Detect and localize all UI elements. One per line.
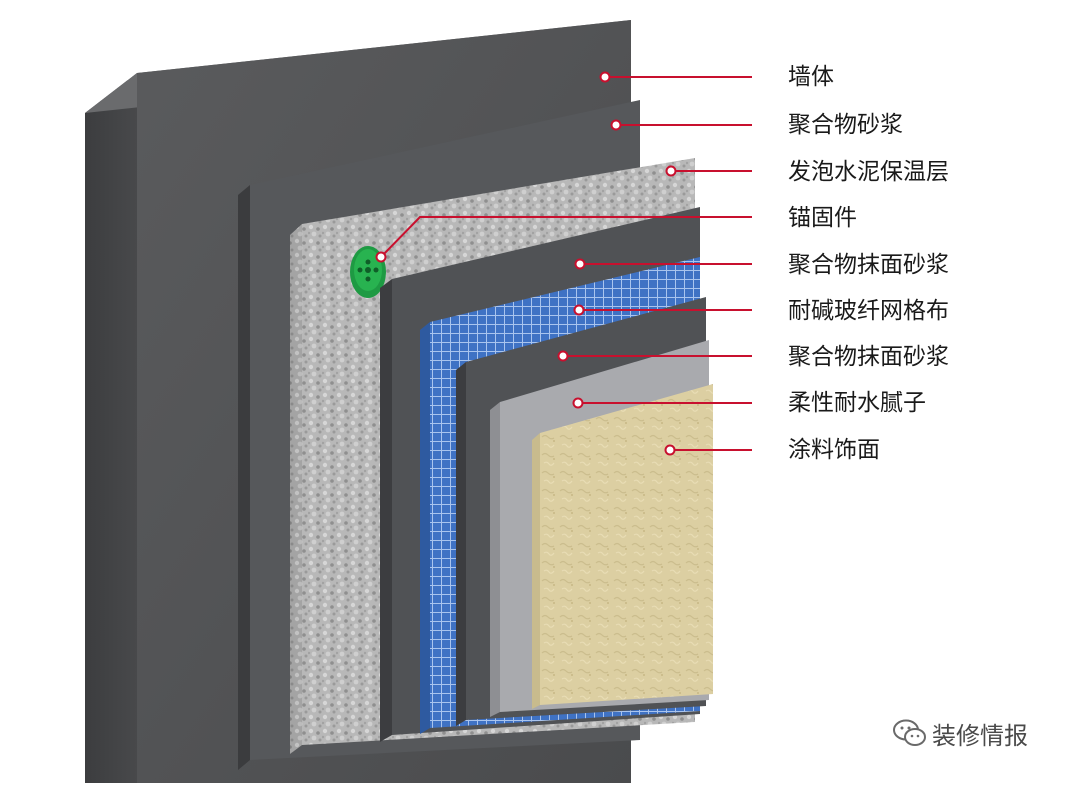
coating-side — [532, 433, 540, 709]
wall-block-left-side — [85, 73, 137, 783]
label-foam-cement: 发泡水泥保温层 — [788, 159, 949, 185]
mesh-side — [420, 322, 430, 734]
leader-dot-wall — [599, 71, 611, 83]
label-coating: 涂料饰面 — [788, 437, 880, 463]
foam-cement-side — [290, 224, 302, 754]
polymer-mortar-side — [238, 185, 250, 770]
label-plaster-mortar-2: 聚合物抹面砂浆 — [788, 344, 949, 370]
wechat-icon — [893, 719, 926, 746]
coating-front — [540, 384, 713, 705]
leader-dot-foam-cement — [665, 165, 677, 177]
label-polymer-mortar: 聚合物砂浆 — [788, 112, 903, 138]
leader-dot-putty — [572, 397, 584, 409]
label-putty: 柔性耐水腻子 — [788, 390, 926, 416]
leader-dot-polymer-mortar — [610, 119, 622, 131]
label-wall: 墙体 — [788, 64, 834, 90]
label-mesh: 耐碱玻纤网格布 — [788, 298, 949, 324]
leader-dot-mesh — [573, 304, 585, 316]
putty-side — [490, 402, 500, 717]
leader-dot-coating — [664, 444, 676, 456]
watermark-text: 装修情报 — [932, 722, 1028, 750]
leader-lines — [375, 71, 752, 456]
leader-dot-anchor — [375, 251, 387, 263]
label-anchor: 锚固件 — [788, 205, 857, 231]
plaster-mortar-1-side — [380, 279, 392, 742]
plaster-mortar-2-side — [456, 362, 466, 726]
leader-dot-plaster-mortar-2 — [557, 350, 569, 362]
leader-dot-plaster-mortar-1 — [574, 258, 586, 270]
leader-line-anchor — [380, 216, 752, 258]
label-plaster-mortar-1: 聚合物抹面砂浆 — [788, 252, 949, 278]
